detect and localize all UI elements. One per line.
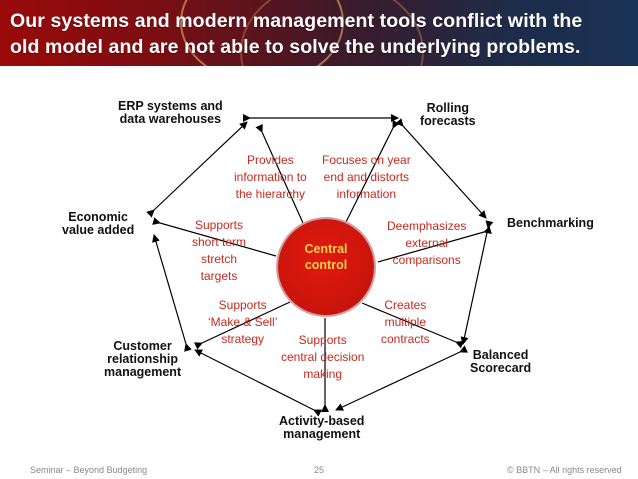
annotation-make-sell-line-2: ‘Make & Sell’ bbox=[208, 315, 278, 329]
node-benchmarking-line-1: Benchmarking bbox=[507, 216, 594, 230]
arrow-benchmarking-balanced bbox=[460, 220, 494, 345]
node-erp-line-1: ERP systems and bbox=[118, 99, 223, 113]
annotation-provides-information: Provides information to the hierarchy bbox=[234, 152, 307, 203]
arrow-balanced-activity bbox=[335, 345, 469, 411]
annotation-multiple-line-2: multiple bbox=[384, 315, 427, 329]
annotation-multiple-line-1: Creates bbox=[384, 298, 427, 312]
annotation-focuses-line-1: Focuses on year bbox=[322, 153, 411, 167]
annotation-central-decision-making: Supports central decision making bbox=[281, 332, 364, 383]
annotation-multiple-contracts: Creates multiple contracts bbox=[381, 297, 430, 348]
annotation-central-decision-line-3: making bbox=[303, 367, 343, 381]
central-control-label: Central control bbox=[278, 241, 374, 273]
title-banner: Our systems and modern management tools … bbox=[0, 0, 638, 66]
annotation-short-term-line-3: stretch bbox=[201, 252, 238, 266]
node-benchmarking: Benchmarking bbox=[507, 217, 594, 230]
arrow-crm-center bbox=[193, 301, 291, 350]
node-rolling-line-2: forecasts bbox=[420, 114, 476, 128]
annotation-provides-line-2: information to bbox=[234, 170, 307, 184]
annotation-deemphasizes-comparisons: Deemphasizes external comparisons bbox=[387, 218, 466, 269]
annotation-central-decision-line-2: central decision bbox=[281, 350, 365, 364]
node-erp-systems: ERP systems and data warehouses bbox=[118, 100, 223, 126]
annotation-focuses-line-3: information bbox=[336, 187, 397, 201]
node-balanced-line-1: Balanced bbox=[472, 348, 529, 362]
node-balanced-line-2: Scorecard bbox=[470, 361, 532, 375]
node-crm-line-2: relationship bbox=[107, 352, 178, 366]
node-economic-value-added: Economic value added bbox=[62, 211, 134, 237]
arrow-crm-economic bbox=[152, 234, 192, 352]
annotation-short-term-line-4: targets bbox=[200, 269, 238, 283]
annotation-make-sell-line-3: strategy bbox=[221, 332, 265, 346]
annotation-short-term-targets: Supports short term stretch targets bbox=[192, 217, 246, 285]
annotation-deemphasizes-line-1: Deemphasizes bbox=[387, 219, 467, 233]
arrow-balanced-center bbox=[361, 302, 464, 349]
annotation-short-term-line-1: Supports bbox=[194, 218, 244, 232]
slide-title-line-1: Our systems and modern management tools … bbox=[10, 10, 583, 32]
node-activity-line-2: management bbox=[283, 427, 361, 441]
central-control-line-2: control bbox=[304, 258, 348, 272]
annotation-deemphasizes-line-3: comparisons bbox=[392, 253, 461, 267]
annotation-short-term-line-2: short term bbox=[192, 235, 247, 249]
annotation-focuses-on-year-end: Focuses on year end and distorts informa… bbox=[322, 152, 411, 203]
arrow-rolling-benchmarking bbox=[395, 118, 487, 219]
arrow-economic-erp bbox=[146, 121, 248, 218]
node-balanced-scorecard: Balanced Scorecard bbox=[470, 349, 531, 375]
footer-copyright: © BBTN – All rights reserved bbox=[507, 465, 622, 475]
arrow-erp-center bbox=[255, 123, 304, 224]
annotation-deemphasizes-line-2: external bbox=[405, 236, 449, 250]
node-activity-line-1: Activity-based bbox=[279, 414, 365, 428]
node-rolling-forecasts: Rolling forecasts bbox=[420, 102, 476, 128]
annotation-make-sell-line-1: Supports bbox=[218, 298, 267, 312]
slide-title-line-2: old model and are not able to solve the … bbox=[10, 36, 581, 58]
annotation-provides-line-1: Provides bbox=[247, 153, 294, 167]
node-crm-line-1: Customer bbox=[113, 339, 172, 353]
footer-seminar-title: Seminar – Beyond Budgeting bbox=[30, 465, 148, 475]
annotation-central-decision-line-1: Supports bbox=[298, 333, 347, 347]
node-economic-line-1: Economic bbox=[68, 210, 128, 224]
arrow-activity-crm bbox=[194, 349, 323, 417]
node-crm-line-3: management bbox=[104, 365, 182, 379]
central-control-circle: Central control bbox=[278, 219, 374, 315]
node-economic-line-2: value added bbox=[62, 223, 135, 237]
node-activity-based-management: Activity-based management bbox=[279, 415, 364, 441]
footer-page-number: 25 bbox=[314, 465, 325, 475]
node-customer-relationship-management: Customer relationship management bbox=[104, 340, 181, 379]
node-erp-line-2: data warehouses bbox=[119, 112, 222, 126]
node-rolling-line-1: Rolling bbox=[426, 101, 469, 115]
annotation-make-sell-strategy: Supports ‘Make & Sell’ strategy bbox=[208, 297, 277, 348]
annotation-focuses-line-2: end and distorts bbox=[323, 170, 410, 184]
arrow-benchmarking-center bbox=[377, 226, 492, 263]
central-control-line-1: Central bbox=[304, 242, 348, 256]
arrow-economic-center bbox=[152, 217, 277, 257]
arrow-rolling-center bbox=[345, 119, 400, 223]
annotation-provides-line-3: the hierarchy bbox=[235, 187, 306, 201]
annotation-multiple-line-3: contracts bbox=[381, 332, 430, 346]
